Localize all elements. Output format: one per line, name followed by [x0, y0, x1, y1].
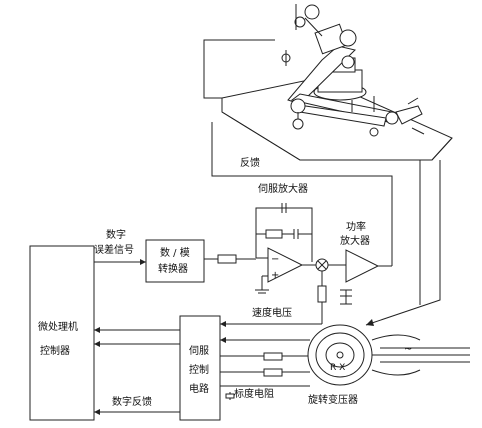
feedback-resistor — [265, 229, 283, 239]
input-resistor — [217, 254, 237, 264]
digital-error-label-1: 数字 — [106, 228, 126, 241]
op-amp-plus: + — [271, 270, 279, 281]
dac-label-2: 转换器 — [158, 262, 188, 275]
resolver-motor — [307, 324, 470, 386]
speed-feedback-resistor — [317, 285, 327, 303]
servo-ctrl-label-1: 伺服 — [189, 344, 209, 357]
power-amp-label-2: 放大器 — [340, 234, 370, 247]
scale-resistor-label: 标度电阻 — [234, 387, 274, 400]
ac-symbol: ~ — [404, 344, 412, 355]
servo-amplifier-label: 伺服放大器 — [258, 182, 308, 195]
dac-block — [145, 239, 205, 283]
servo-control-circuit-block — [179, 315, 221, 421]
feedback-label: 反馈 — [240, 156, 260, 169]
power-amplifier — [345, 249, 380, 283]
op-amp-feedback-network — [255, 207, 313, 262]
micro-label-1: 微处理机 — [38, 320, 78, 333]
rx-label: R X — [330, 363, 345, 373]
dac-label-1: 数 / 模 — [160, 246, 190, 259]
resolver-connection-line — [365, 160, 441, 326]
power-amp-label-1: 功率 — [346, 220, 366, 233]
servo-ctrl-label-3: 电路 — [189, 382, 209, 395]
servo-ctrl-label-2: 控制 — [189, 363, 209, 376]
robot-arm-illustration — [221, 4, 453, 161]
robot-cable-left — [203, 39, 275, 99]
op-amp-minus: − — [271, 254, 279, 265]
micro-label-2: 控制器 — [40, 344, 70, 357]
resolver-resistor-1 — [263, 352, 283, 361]
microprocessor-controller-block — [29, 245, 95, 421]
feedback-line — [211, 122, 393, 258]
digital-feedback-label: 数字反馈 — [112, 395, 152, 408]
resolver-resistor-2 — [263, 368, 283, 377]
resolver-label: 旋转变压器 — [308, 393, 358, 406]
digital-error-label-2: 误差信号 — [94, 243, 134, 256]
speed-voltage-label: 速度电压 — [252, 306, 292, 319]
op-amp — [267, 247, 304, 283]
